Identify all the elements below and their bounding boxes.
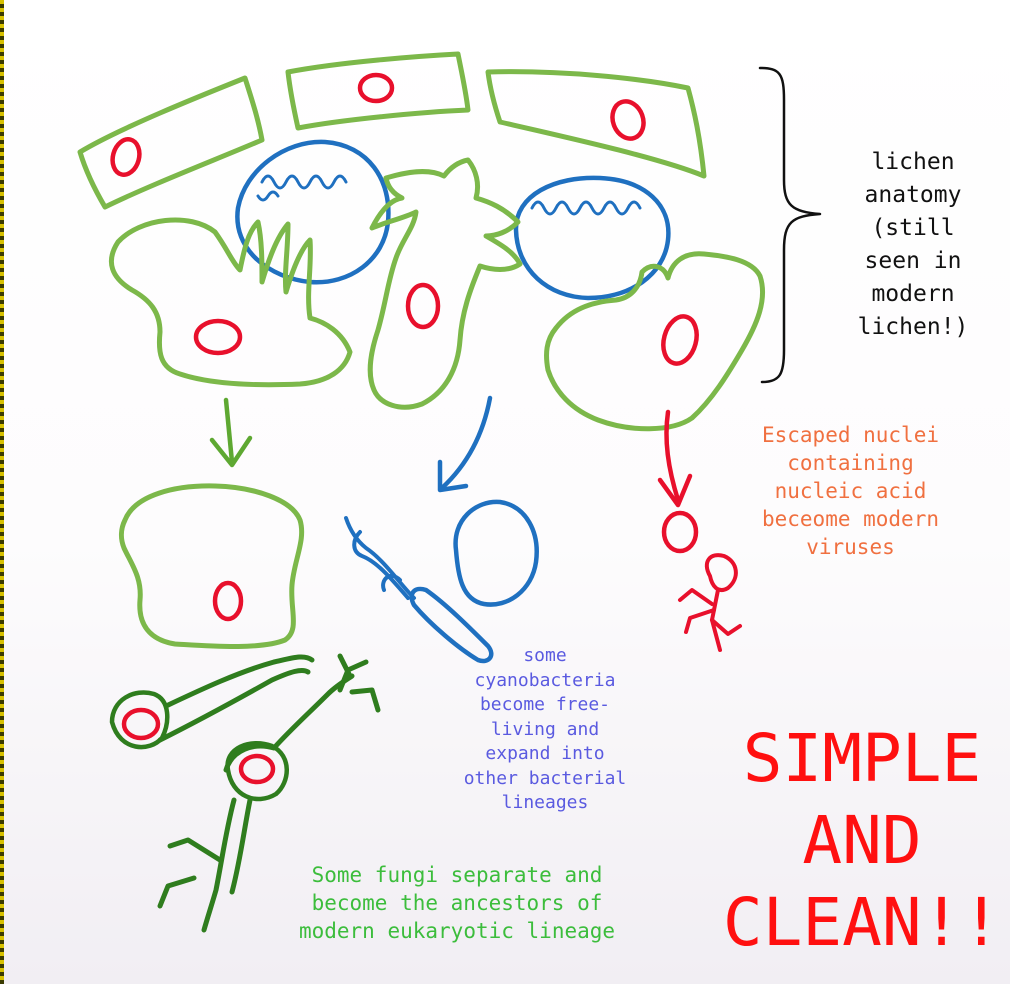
fungal-cell-free bbox=[119, 483, 305, 649]
fungal-cell-middle bbox=[367, 157, 523, 410]
cortex-cell-middle bbox=[285, 51, 471, 131]
nucleus-icon bbox=[357, 72, 395, 104]
fungal-cell-left bbox=[108, 217, 353, 388]
cyanobacteria-label: some cyanobacteria become free- living a… bbox=[463, 645, 627, 813]
nucleus-icon bbox=[121, 707, 161, 741]
fungi-label: Some fungi separate and become the ances… bbox=[298, 863, 616, 943]
slogan-text: SIMPLE AND CLEAN!! bbox=[722, 720, 1002, 961]
hypha-icon bbox=[157, 653, 381, 933]
arrow-icon bbox=[657, 409, 693, 508]
virus-icon bbox=[678, 553, 742, 652]
fungal-cell-right bbox=[544, 251, 766, 432]
photobiont-right-dna bbox=[530, 200, 642, 216]
arrow-icon bbox=[437, 395, 493, 493]
lichen-anatomy-label: lichen anatomy (still seen in modern lic… bbox=[857, 149, 969, 340]
nucleus-icon bbox=[661, 314, 699, 366]
photobiont-right bbox=[513, 175, 671, 301]
arrow-icon bbox=[209, 397, 253, 468]
nucleus-icon bbox=[610, 99, 646, 141]
nucleus-icon bbox=[110, 137, 142, 177]
cyanobacterium-flagellum bbox=[344, 516, 416, 600]
brace-icon bbox=[758, 66, 822, 384]
cyanobacterium-icon bbox=[409, 586, 494, 664]
nucleus-icon bbox=[405, 282, 441, 330]
cyanobacterium-coccus bbox=[453, 499, 539, 607]
hyphal-cell-2 bbox=[225, 741, 289, 802]
virus-label: Escaped nuclei containing nucleic acid b… bbox=[761, 423, 939, 559]
nucleus-icon bbox=[238, 753, 276, 785]
nucleus-icon bbox=[212, 580, 244, 622]
photobiont-left-dna bbox=[260, 174, 348, 190]
virus-capsid-icon bbox=[661, 510, 699, 554]
nucleus-icon bbox=[193, 318, 243, 356]
page-border bbox=[0, 0, 4, 984]
photobiont-left-dna-2 bbox=[256, 190, 280, 202]
cortex-cell-left bbox=[77, 75, 265, 210]
cortex-cell-right bbox=[485, 69, 707, 179]
hyphal-cell-1 bbox=[109, 690, 170, 750]
